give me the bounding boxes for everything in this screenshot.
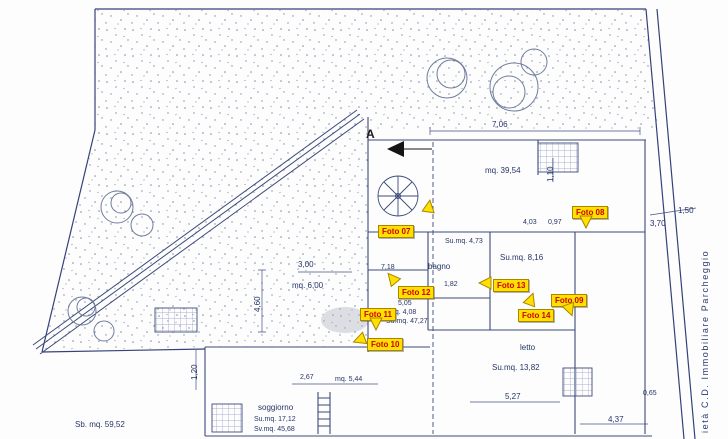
bagno-area-small: Su.mq. 4,73 xyxy=(445,238,483,245)
terrain-stipple xyxy=(42,9,658,352)
foto-13-label: Foto 13 xyxy=(493,279,530,292)
dim-110: 1,10 xyxy=(546,166,555,182)
foto-13-arrow-icon xyxy=(478,276,492,290)
foto-08-arrow-icon xyxy=(579,215,593,229)
area-600: mq. 6,00 xyxy=(292,281,324,290)
dimension-lines xyxy=(195,127,697,425)
soggiorno-area1: Su.mq. 17,12 xyxy=(254,416,296,423)
foto-07-label: Foto 07 xyxy=(378,225,415,238)
foto-marker-07: Foto 07 xyxy=(378,198,435,239)
foto-12-arrow-icon xyxy=(387,272,402,288)
foto-11-arrow-icon xyxy=(369,317,383,331)
section-marker-a: A xyxy=(366,127,375,141)
foto-marker-13: Foto 13 xyxy=(478,275,530,293)
dim-505: 5,05 xyxy=(398,300,412,307)
foto-marker-10: Foto 10 xyxy=(352,331,404,352)
bagno-label: bagno xyxy=(428,262,451,271)
foto-marker-08: Foto 08 xyxy=(572,202,609,229)
foto-09-arrow-icon xyxy=(561,301,575,317)
dim-460: 4,60 xyxy=(253,296,262,312)
spiral-stair xyxy=(377,175,419,217)
lot-boundary-lines xyxy=(41,8,696,439)
dim-267: 2,67 xyxy=(300,374,314,381)
foto-marker-11: Foto 11 xyxy=(360,304,397,331)
foto-marker-12: Foto 12 xyxy=(387,272,435,300)
foto-10-label: Foto 10 xyxy=(367,338,404,351)
dim-182: 1,82 xyxy=(444,281,458,288)
lot-area-label: Sb. mq. 59,52 xyxy=(75,420,125,429)
dim-437: 4,37 xyxy=(608,415,624,424)
dim-403: 4,03 xyxy=(523,219,537,226)
grate-hatches xyxy=(154,142,593,433)
bagno-area: Su.mq. 8,16 xyxy=(500,253,544,262)
area-408: mq. 4,08 xyxy=(389,309,417,316)
foto-14-label: Foto 14 xyxy=(518,309,555,322)
foto-14-arrow-icon xyxy=(522,292,536,308)
dim-150: 1,50 xyxy=(678,206,694,215)
section-arrow xyxy=(387,141,432,157)
soggiorno-area2: Sv.mq. 45,68 xyxy=(254,426,295,433)
dim-300: 3,00 xyxy=(298,260,314,269)
foto-12-label: Foto 12 xyxy=(398,286,435,299)
area-544: mq. 5,44 xyxy=(335,376,363,383)
dim-370: 3,70 xyxy=(650,219,666,228)
dim-097: 0,97 xyxy=(548,219,562,226)
dim-120: 1,20 xyxy=(190,364,199,380)
foto-10-arrow-icon xyxy=(352,331,368,345)
retaining-wall-lines xyxy=(32,109,365,355)
trees xyxy=(67,48,548,342)
dim-top-width: 7,06 xyxy=(492,120,508,129)
area-hall: mq. 39,54 xyxy=(485,166,521,175)
letto-label: letto xyxy=(520,343,536,352)
foto-marker-14: Foto 14 xyxy=(518,292,555,323)
letto-area: Su.mq. 13,82 xyxy=(492,363,540,372)
area-4727: Su.mq. 47,27 xyxy=(386,318,428,325)
soggiorno-label: soggiorno xyxy=(258,403,294,412)
foto-marker-09: Foto 09 xyxy=(551,290,588,317)
dim-527: 5,27 xyxy=(505,392,521,401)
parking-boundary-label: ietà C.D. Immobiliare Parcheggio xyxy=(700,249,710,433)
dim-718: 7,18 xyxy=(381,264,395,271)
foto-07-arrow-icon xyxy=(421,198,435,214)
dim-065: 0,65 xyxy=(643,390,657,397)
